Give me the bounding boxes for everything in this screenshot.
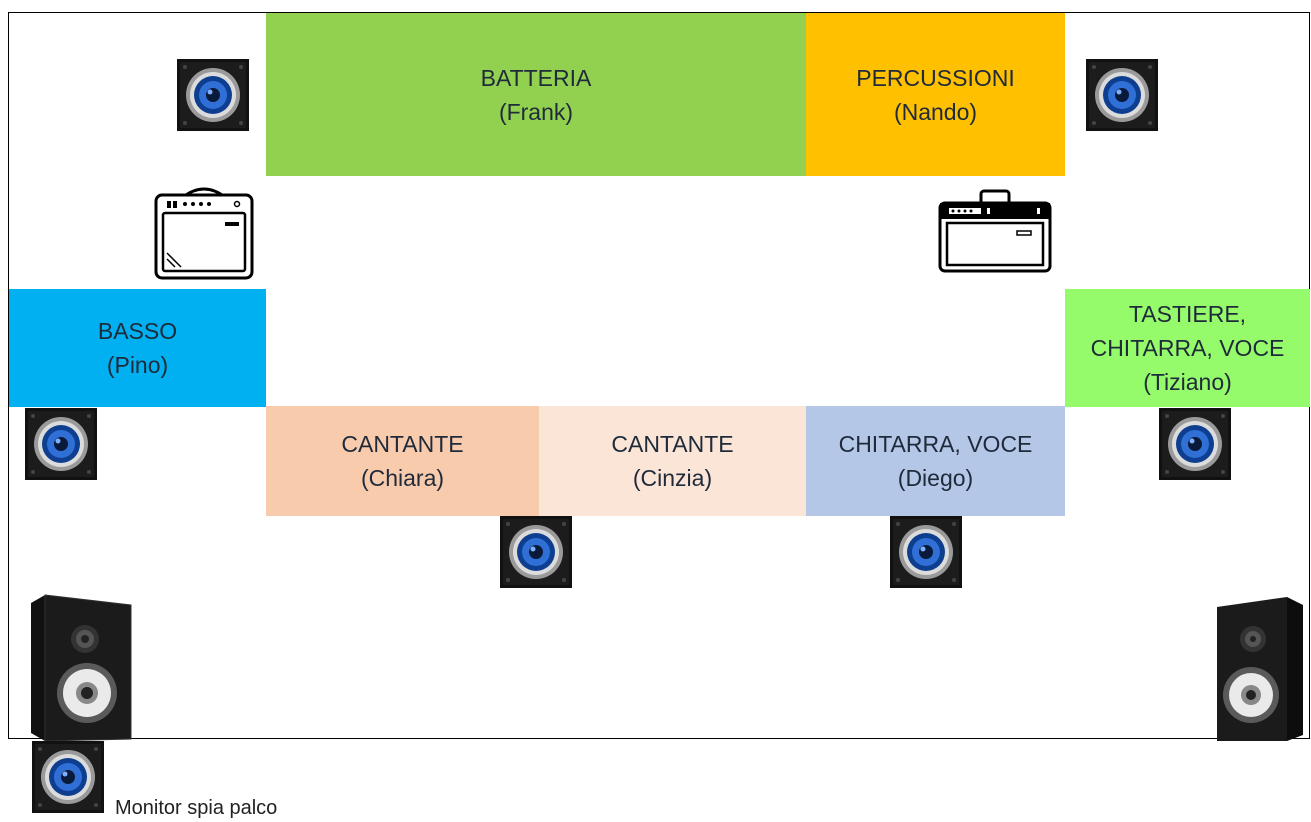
block-cantante-cinzia-role: CANTANTE (611, 431, 734, 457)
block-cantante-cinzia[interactable]: CANTANTE (Cinzia) (539, 406, 806, 516)
stage-monitor-icon (890, 516, 962, 588)
legend-stage-monitor-icon (32, 741, 104, 813)
block-batteria[interactable]: BATTERIA (Frank) (266, 13, 806, 176)
block-percussioni-name: (Nando) (893, 98, 978, 125)
block-batteria-role: BATTERIA (480, 64, 592, 91)
block-tastiere-line2: CHITARRA, VOCE (1090, 335, 1285, 361)
block-percussioni[interactable]: PERCUSSIONI (Nando) (806, 13, 1065, 176)
block-cantante-chiara-role: CANTANTE (341, 431, 464, 457)
block-chitarra-diego-name: (Diego) (897, 465, 974, 491)
bass-amplifier-icon (154, 187, 254, 280)
block-basso-role: BASSO (97, 318, 178, 344)
block-percussioni-role: PERCUSSIONI (856, 64, 1015, 91)
stage-area: BATTERIA (Frank) PERCUSSIONI (Nando) BAS… (8, 12, 1310, 742)
block-chitarra-diego[interactable]: CHITARRA, VOCE (Diego) (806, 406, 1065, 516)
stage-monitor-icon (25, 408, 97, 480)
block-cantante-chiara-name: (Chiara) (360, 465, 445, 491)
block-chitarra-diego-role: CHITARRA, VOCE (838, 431, 1033, 457)
stage-monitor-icon (177, 59, 249, 131)
block-tastiere-name: (Tiziano) (1143, 369, 1232, 395)
block-cantante-cinzia-name: (Cinzia) (632, 465, 713, 491)
block-basso[interactable]: BASSO (Pino) (9, 289, 266, 407)
pa-speaker-icon (31, 594, 132, 742)
stage-monitor-icon (1159, 408, 1231, 480)
block-tastiere[interactable]: TASTIERE, CHITARRA, VOCE (Tiziano) (1065, 289, 1310, 407)
stage-monitor-icon (1086, 59, 1158, 131)
block-tastiere-line1: TASTIERE, (1128, 301, 1247, 327)
stage-monitor-icon (500, 516, 572, 588)
pa-speaker-icon (1217, 597, 1303, 741)
block-batteria-name: (Frank) (498, 98, 574, 125)
block-cantante-chiara[interactable]: CANTANTE (Chiara) (266, 406, 539, 516)
block-basso-name: (Pino) (106, 352, 169, 378)
guitar-amplifier-icon (938, 189, 1052, 273)
legend-label: Monitor spia palco (115, 797, 278, 819)
